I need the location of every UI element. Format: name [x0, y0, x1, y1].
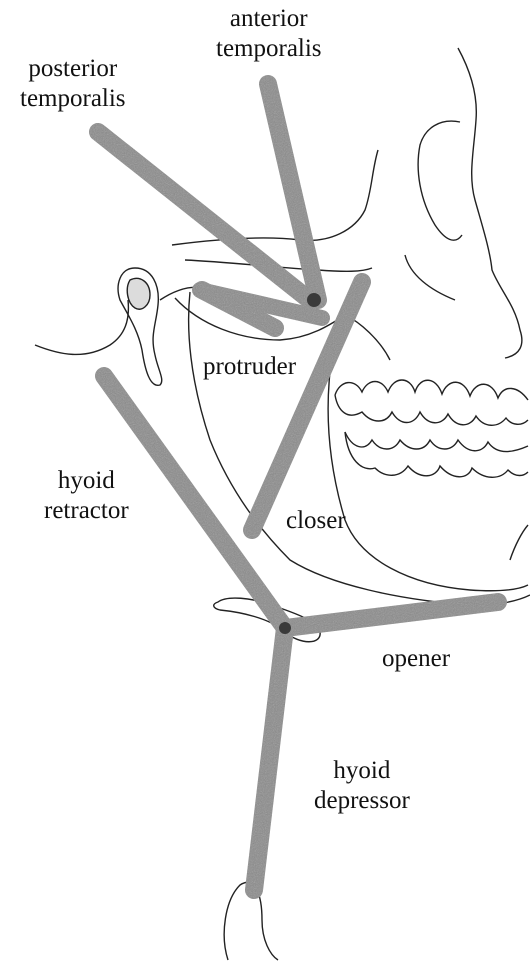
lower-teeth-edge	[345, 432, 528, 477]
upper-teeth	[335, 380, 528, 400]
hyoid-depressor-label: hyoid depressor	[314, 756, 410, 816]
anterior-temporalis-line1: anterior	[216, 4, 322, 34]
opener-label: opener	[382, 644, 450, 674]
temporalis-insertion-point	[307, 293, 321, 307]
posterior-temporalis-label: posterior temporalis	[20, 54, 126, 114]
anterior-temporalis-line2: temporalis	[216, 34, 322, 64]
skull-base-line	[35, 300, 128, 354]
orbit-outline	[418, 121, 462, 240]
temporal-line	[172, 150, 378, 245]
muscle-bands	[98, 84, 498, 890]
hyoid-depressor-line1: hyoid	[314, 756, 410, 786]
protruder-label: protruder	[203, 352, 296, 382]
posterior-temporalis-line1: posterior	[20, 54, 126, 84]
hyoid-depressor-band	[254, 628, 285, 890]
hyoid-retractor-line1: hyoid	[44, 466, 129, 496]
posterior-temporalis-line2: temporalis	[20, 84, 126, 114]
hyoid-retractor-label: hyoid retractor	[44, 466, 129, 526]
face-profile	[458, 48, 522, 358]
hyoid-retractor-line2: retractor	[44, 496, 129, 526]
hyoid-depressor-line2: depressor	[314, 786, 410, 816]
maxilla-ridge	[405, 255, 455, 300]
jaw-inner-line	[328, 372, 528, 591]
chin-line	[510, 525, 528, 560]
opener-band	[285, 602, 498, 628]
lower-teeth	[345, 432, 528, 452]
closer-label: closer	[286, 506, 346, 536]
upper-teeth-edge	[335, 395, 528, 425]
hyoid-junction-point	[279, 622, 291, 634]
ear-canal	[127, 278, 150, 309]
anterior-temporalis-label: anterior temporalis	[216, 4, 322, 64]
